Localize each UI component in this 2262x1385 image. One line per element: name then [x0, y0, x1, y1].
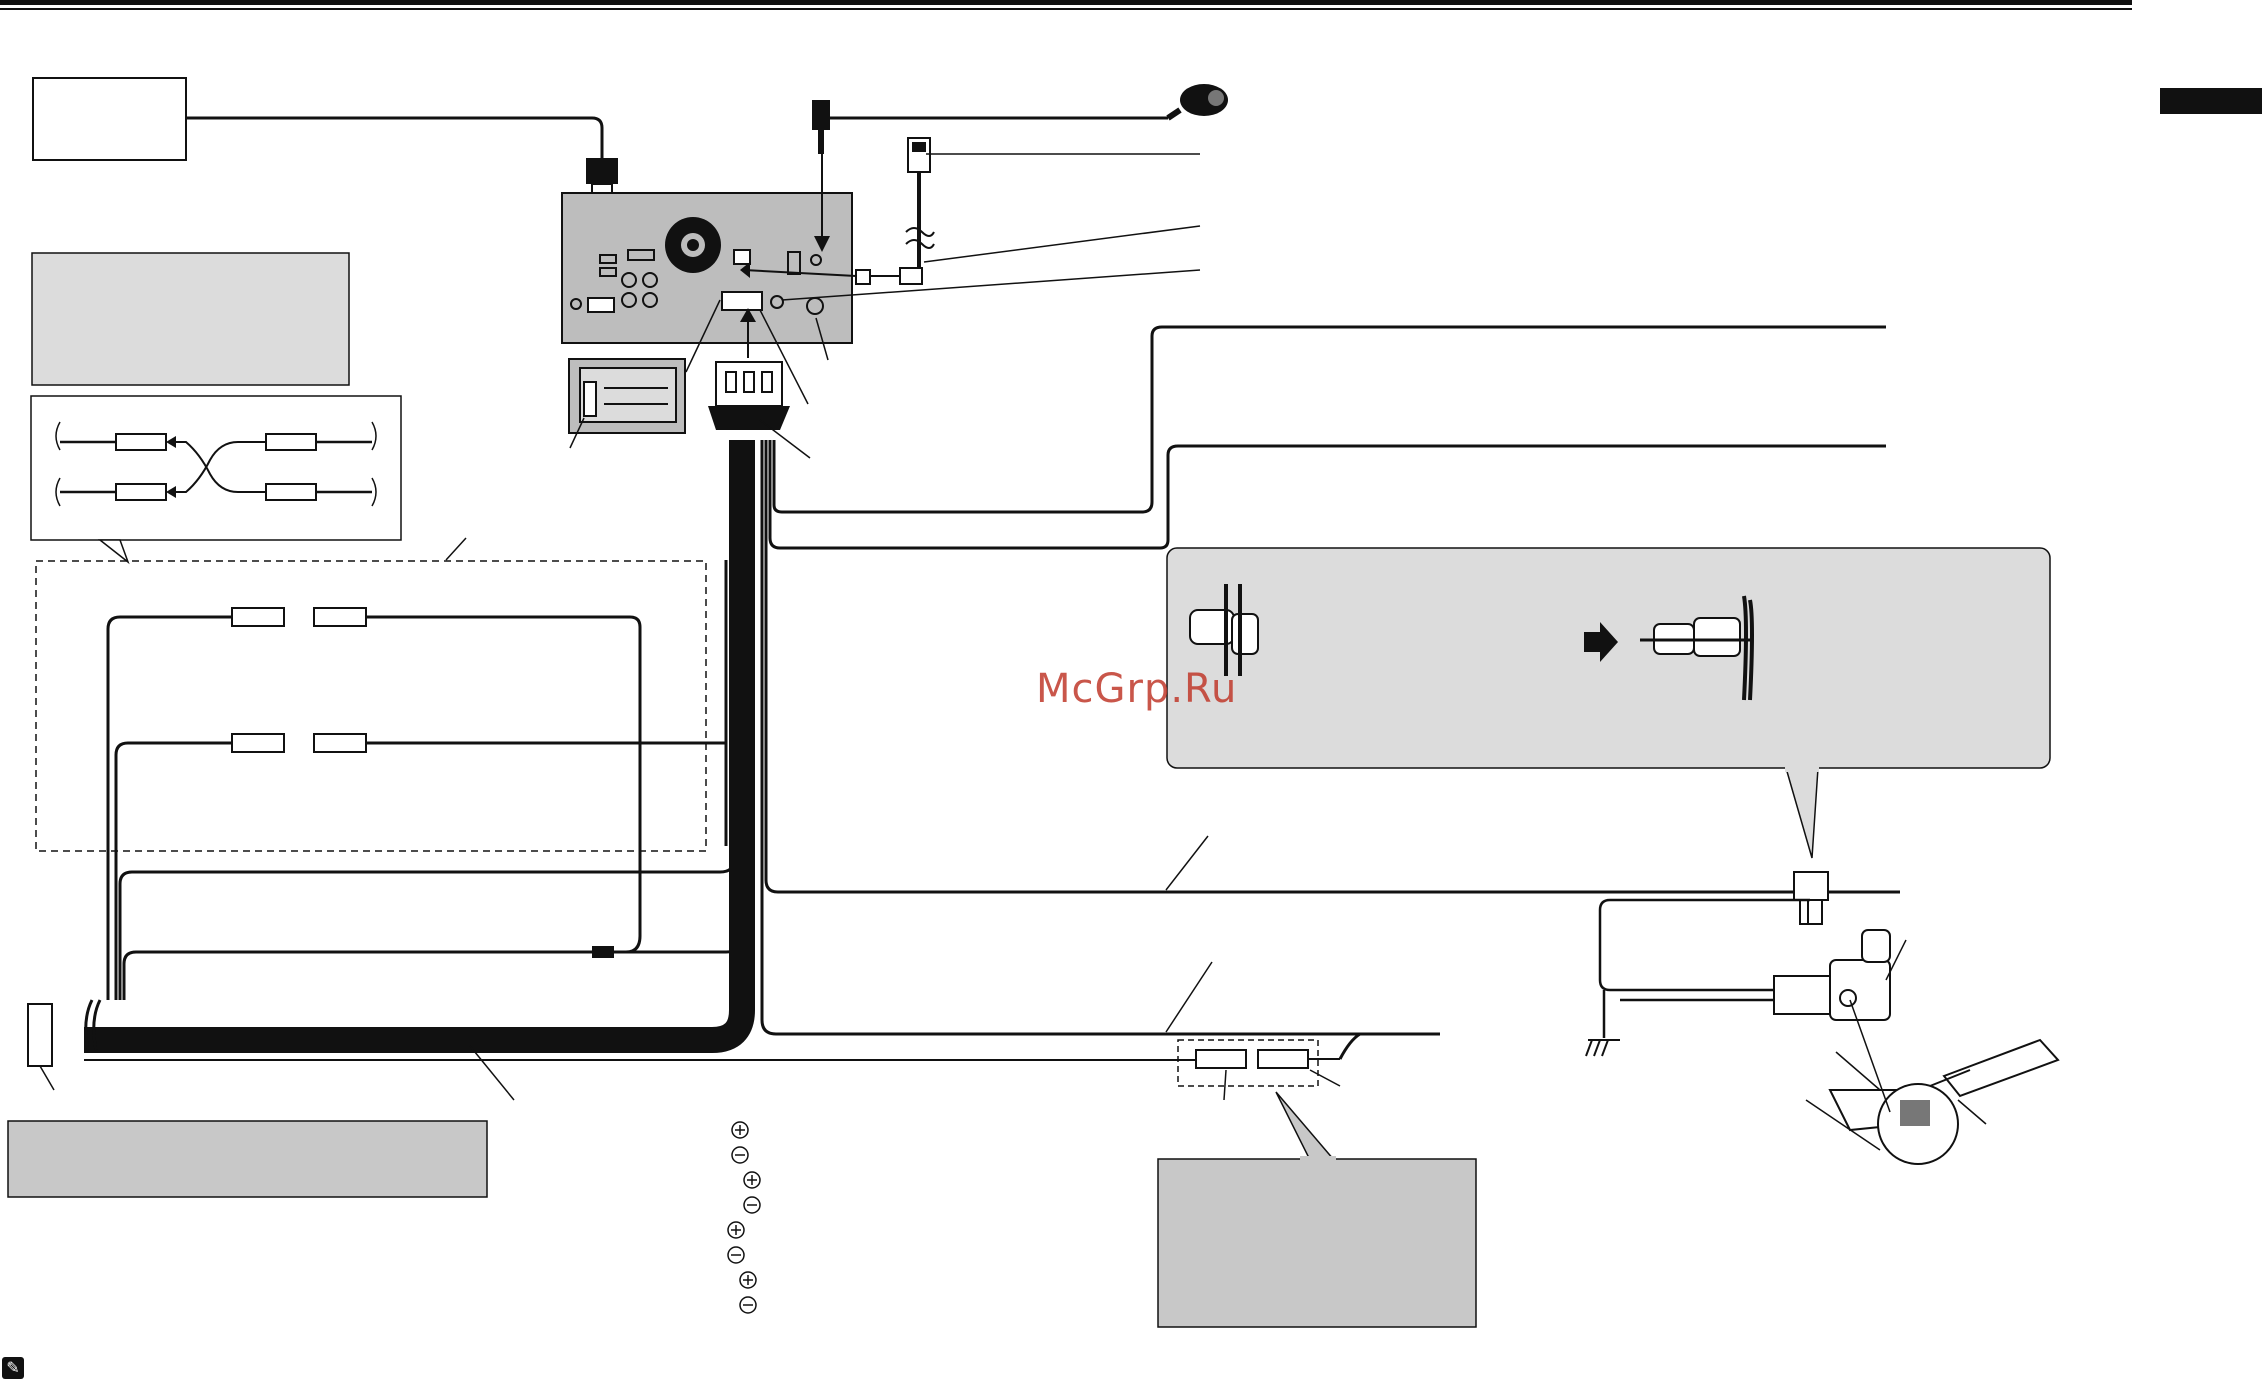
- head-unit-rear-panel: [561, 192, 853, 344]
- watermark-text: McGrp.Ru: [1036, 666, 1238, 712]
- splice-clamp-closed: [1640, 595, 1754, 701]
- rca-output-area: [35, 560, 707, 852]
- microphone-icon: [1166, 84, 1228, 121]
- ground-icon: [1585, 1039, 1620, 1057]
- handbrake-lever: [1805, 999, 2060, 1165]
- main-harness-bundle: [84, 440, 755, 1053]
- polarity-symbols: [727, 1121, 761, 1314]
- minus-circle-icon: [739, 1296, 757, 1314]
- right-arrow-icon: [1584, 622, 1618, 662]
- pencil-note-icon: ✎: [2, 1357, 24, 1379]
- parking-brake-panel: [1166, 547, 2051, 769]
- wire-leaders: [1165, 835, 1213, 1033]
- plus-circle-icon: [731, 1121, 749, 1139]
- plus-circle-icon: [739, 1271, 757, 1289]
- output-wires: [760, 325, 1900, 1036]
- section-tab-marker: [2160, 88, 2262, 114]
- iso-connector: [27, 1003, 53, 1067]
- parking-brake-switch: [1773, 929, 1907, 1021]
- fuse-holder-area: [1177, 1032, 1440, 1101]
- rca-connector-row-2: [231, 733, 726, 753]
- harness-plug: [708, 308, 790, 430]
- inline-fuse: [592, 946, 614, 958]
- microphone-cable: [820, 100, 1168, 120]
- mini-jack-plug: [812, 100, 830, 154]
- plus-circle-icon: [743, 1171, 761, 1189]
- minus-circle-icon: [743, 1196, 761, 1214]
- minus-circle-icon: [727, 1246, 745, 1264]
- rca-connector-row-1: [231, 607, 630, 627]
- remote-connector: [855, 137, 935, 285]
- power-connector-inset: [568, 358, 686, 449]
- external-device-box: [32, 77, 187, 161]
- parking-brake-switch-wires: [1598, 898, 1810, 1038]
- splice-connector: [1793, 871, 1829, 925]
- plus-circle-icon: [727, 1221, 745, 1239]
- info-panel-left: [31, 252, 350, 386]
- header-rule: [0, 0, 2132, 10]
- callout-leaders: [685, 299, 829, 459]
- minus-circle-icon: [731, 1146, 749, 1164]
- rca-detail-box: [30, 395, 467, 565]
- info-panel-bottom-left: [7, 1120, 488, 1198]
- right-leaders: [781, 153, 1201, 301]
- splice-clamp-open: [1189, 584, 1259, 676]
- usb-cable: [186, 116, 604, 160]
- fuse-info-panel: [1157, 1158, 1477, 1328]
